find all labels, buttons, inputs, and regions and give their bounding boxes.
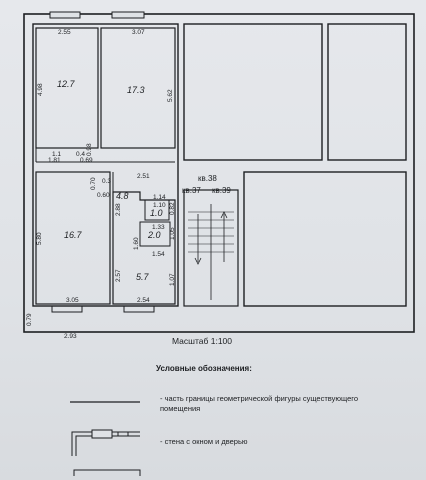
dim-label: 3.07 (132, 29, 145, 36)
scale-label: Масштаб 1:100 (172, 336, 232, 346)
stair-steps (188, 211, 234, 253)
stair-arrow-head (194, 257, 202, 265)
dim-label: 2.57 (115, 269, 122, 282)
room-area-label: 12.7 (57, 79, 76, 89)
dim-label: 0.82 (169, 202, 176, 215)
window-top-2 (111, 11, 145, 19)
dim-label: 1.10 (153, 202, 166, 209)
window-bottom-1 (51, 305, 83, 313)
room-2-0 (139, 221, 171, 247)
apartment-37-outline (32, 23, 179, 307)
dim-label: 1.07 (169, 273, 176, 286)
legend-title: Условные обозначения: (156, 364, 252, 373)
dim-label: 1.54 (152, 251, 165, 258)
staircase (183, 189, 239, 307)
window-top-1 (49, 11, 81, 19)
apartment-label: кв.39 (212, 186, 231, 195)
room-area-label: 2.0 (147, 230, 161, 240)
outer-wall (23, 13, 415, 333)
legend-item-wall-window-door: - стена с окном и дверью (160, 437, 248, 446)
dim-label: 5.80 (36, 232, 43, 245)
room-1-0 (144, 199, 170, 221)
apartment-39-block (243, 171, 407, 307)
dim-label: 2.55 (58, 29, 71, 36)
dim-label: 3.05 (66, 297, 79, 304)
stair-arrow-head-up (220, 211, 228, 219)
dim-label: 0.3 (102, 178, 111, 185)
dim-label: 1.14 (153, 194, 166, 201)
apartment-38-block-2 (327, 23, 407, 161)
apartment-label: кв.37 (182, 186, 201, 195)
dim-label: 0.69 (80, 157, 93, 164)
dim-label: 1.05 (169, 227, 176, 240)
room-area-label: 4.8 (116, 191, 129, 201)
room-area-label: 5.7 (136, 272, 150, 282)
dim-label: 2.51 (137, 173, 150, 180)
dim-label: 0.4 (76, 151, 85, 158)
dim-label: 0.60 (97, 192, 110, 199)
dim-label: 0.79 (26, 313, 33, 326)
window-bottom-2 (123, 305, 155, 313)
legend-wall-sample (71, 429, 140, 456)
dim-label: 2.54 (137, 297, 150, 304)
apartment-label: кв.38 (198, 174, 217, 183)
room-17-3 (100, 27, 176, 149)
dim-label: 1.33 (152, 224, 165, 231)
room-area-label: 16.7 (64, 230, 83, 240)
dim-label: 5.62 (167, 89, 174, 102)
apartment-38-block (183, 23, 323, 161)
dim-label: 1.81 (48, 157, 61, 164)
room-12-7 (35, 27, 99, 149)
dim-label: 0.70 (90, 177, 97, 190)
room-area-label: 17.3 (127, 85, 145, 95)
dim-label: 1.60 (133, 237, 140, 250)
dim-label: 2.88 (115, 203, 122, 216)
room-5-7 (112, 191, 176, 305)
room-16-7 (35, 171, 111, 305)
room-area-label: 1.0 (150, 208, 163, 218)
dim-label: 1.1 (52, 151, 61, 158)
legend-next-sample (73, 469, 141, 476)
legend-item-boundary: - часть границы геометрической фигуры су… (160, 394, 358, 413)
dim-label: 4.98 (37, 83, 44, 96)
dim-label: 2.93 (64, 333, 77, 340)
dim-label: 0.98 (86, 143, 93, 156)
